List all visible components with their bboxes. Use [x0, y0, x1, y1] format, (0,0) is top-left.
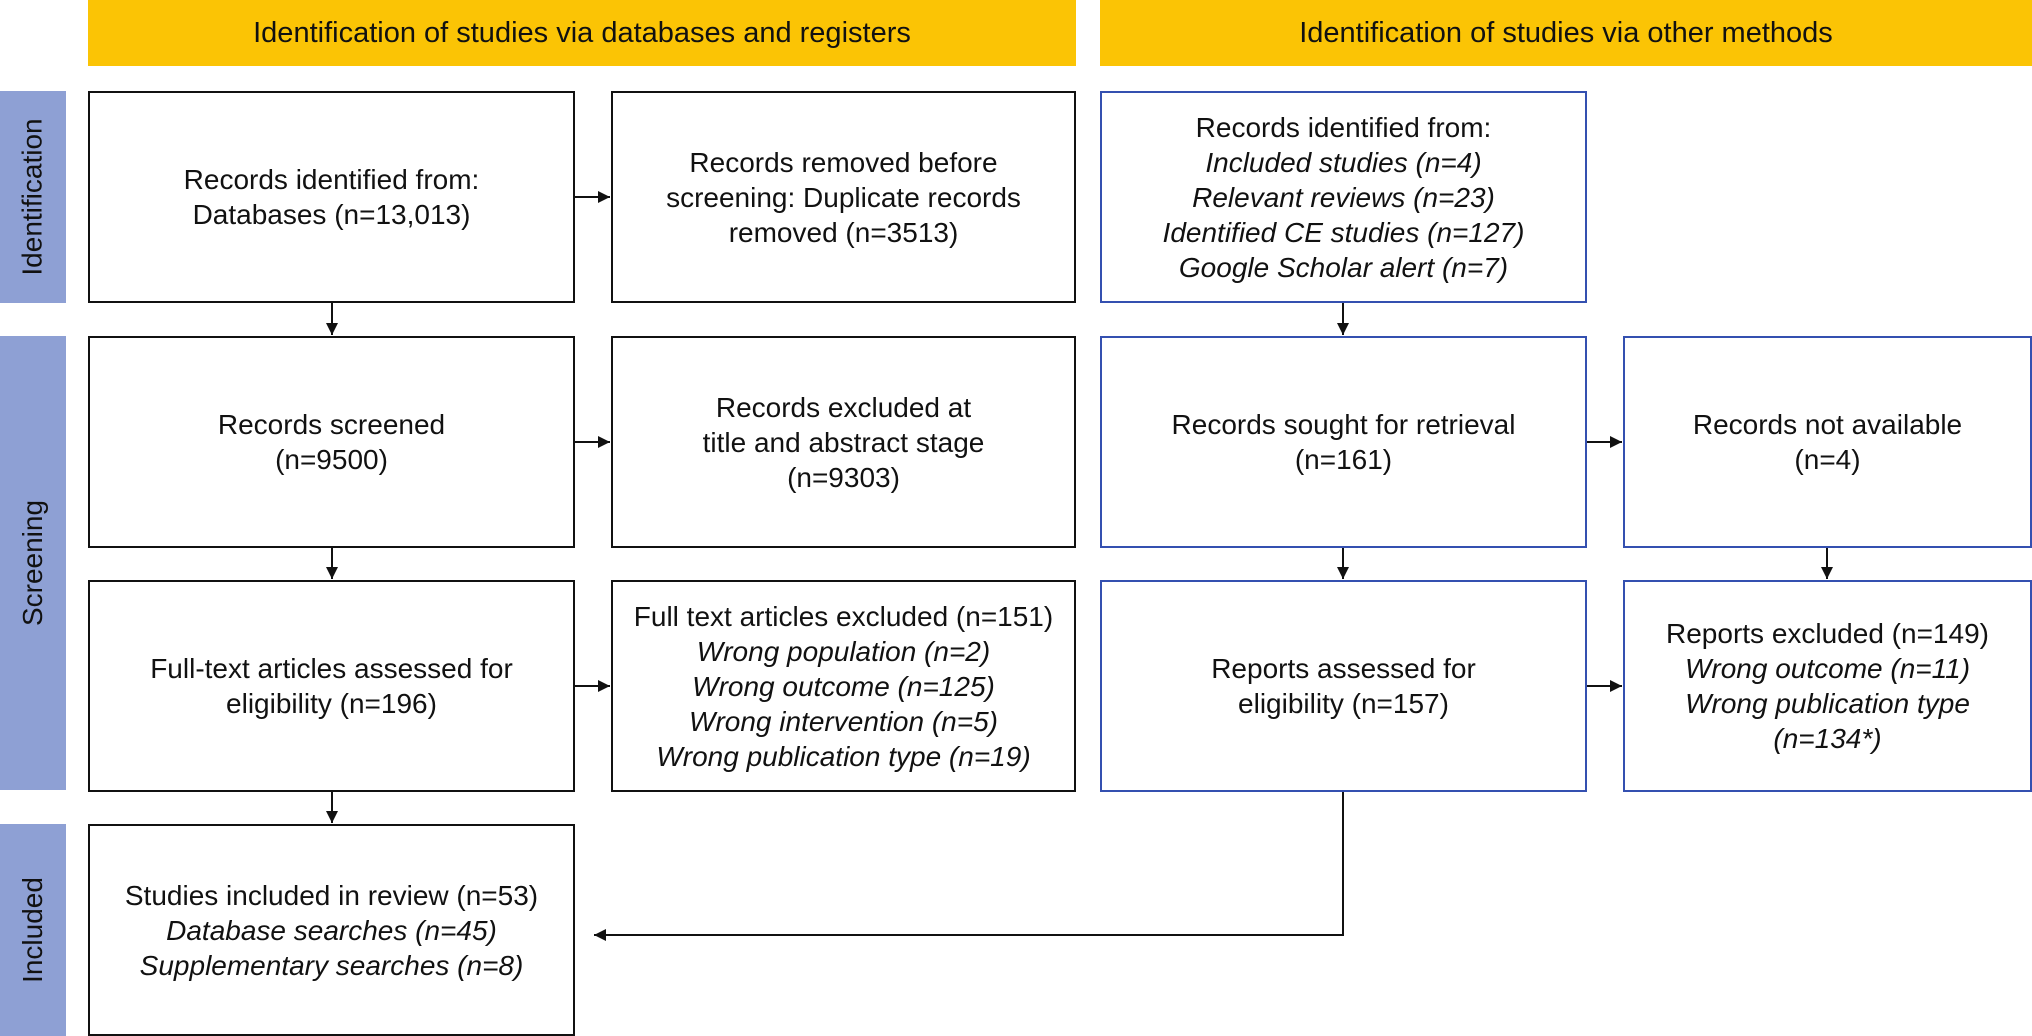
box-line: Reports assessed for: [1211, 653, 1476, 684]
fulltext-assessed-box: Full-text articles assessed for eligibil…: [88, 580, 575, 792]
databases-header-label: Identification of studies via databases …: [253, 16, 911, 49]
box-item: Relevant reviews (n=23): [1192, 181, 1495, 213]
box-line: title and abstract stage: [702, 426, 985, 458]
box-line: removed (n=3513): [728, 216, 959, 248]
box-item: Database searches (n=45): [166, 914, 497, 946]
box-item: Wrong publication type (n=19): [656, 740, 1031, 772]
records-removed-box: Records removed before screening: Duplic…: [611, 91, 1076, 303]
box-line: Records not available: [1692, 409, 1963, 440]
box-line: Records sought for retrieval: [1171, 409, 1516, 440]
box-item: Google Scholar alert (n=7): [1178, 251, 1509, 283]
box-title: Studies included in review (n=53): [124, 879, 539, 911]
box-line: (n=4): [1794, 444, 1861, 475]
box-line: screening: Duplicate records: [666, 181, 1021, 213]
box-line: eligibility (n=157): [1238, 688, 1449, 719]
box-item: (n=134*): [1773, 723, 1882, 754]
box-line: Records removed before: [689, 146, 998, 178]
records-excluded-box: Records excluded at title and abstract s…: [611, 336, 1076, 548]
box-line: Full-text articles assessed for: [150, 653, 513, 684]
records-not-available-box: Records not available (n=4): [1623, 336, 2032, 548]
identification-phase: Identification: [0, 91, 66, 303]
included-phase: Included: [0, 824, 66, 1036]
other-methods-header: Identification of studies via other meth…: [1100, 0, 2032, 66]
other-methods-header-label: Identification of studies via other meth…: [1299, 16, 1833, 49]
box-line: eligibility (n=196): [226, 688, 437, 719]
reports-assessed-box: Reports assessed for eligibility (n=157): [1100, 580, 1587, 792]
fulltext-excluded-box: Full text articles excluded (n=151) Wron…: [611, 580, 1076, 792]
screening-phase: Screening: [0, 336, 66, 790]
box-item: Identified CE studies (n=127): [1162, 216, 1525, 248]
records-identified-databases-box: Records identified from: Databases (n=13…: [88, 91, 575, 303]
box-line: Databases (n=13,013): [192, 199, 471, 230]
records-screened-box: Records screened (n=9500): [88, 336, 575, 548]
box-line: (n=9500): [275, 444, 388, 475]
box-line: (n=161): [1294, 444, 1393, 475]
box-line: Records screened: [217, 409, 446, 440]
reports-excluded-box: Reports excluded (n=149) Wrong outcome (…: [1623, 580, 2032, 792]
box-item: Wrong population (n=2): [696, 635, 991, 667]
databases-header: Identification of studies via databases …: [88, 0, 1076, 66]
box-title: Records identified from:: [1195, 111, 1492, 143]
box-item: Wrong outcome (n=11): [1684, 653, 1971, 684]
box-title: Reports excluded (n=149): [1666, 618, 1989, 649]
records-sought-box: Records sought for retrieval (n=161): [1100, 336, 1587, 548]
records-identified-other-box: Records identified from: Included studie…: [1100, 91, 1587, 303]
box-line: (n=9303): [787, 461, 900, 493]
arrow-reports-to-included: [594, 792, 1344, 941]
box-item: Wrong outcome (n=125): [692, 670, 995, 702]
box-item: Included studies (n=4): [1205, 146, 1482, 178]
box-item: Wrong publication type: [1685, 688, 1970, 719]
box-item: Supplementary searches (n=8): [139, 949, 524, 981]
box-line: Records excluded at: [715, 391, 972, 423]
studies-included-box: Studies included in review (n=53) Databa…: [88, 824, 575, 1036]
box-item: Wrong intervention (n=5): [689, 705, 998, 737]
box-title: Full text articles excluded (n=151): [633, 600, 1054, 632]
box-line: Records identified from:: [183, 164, 480, 195]
